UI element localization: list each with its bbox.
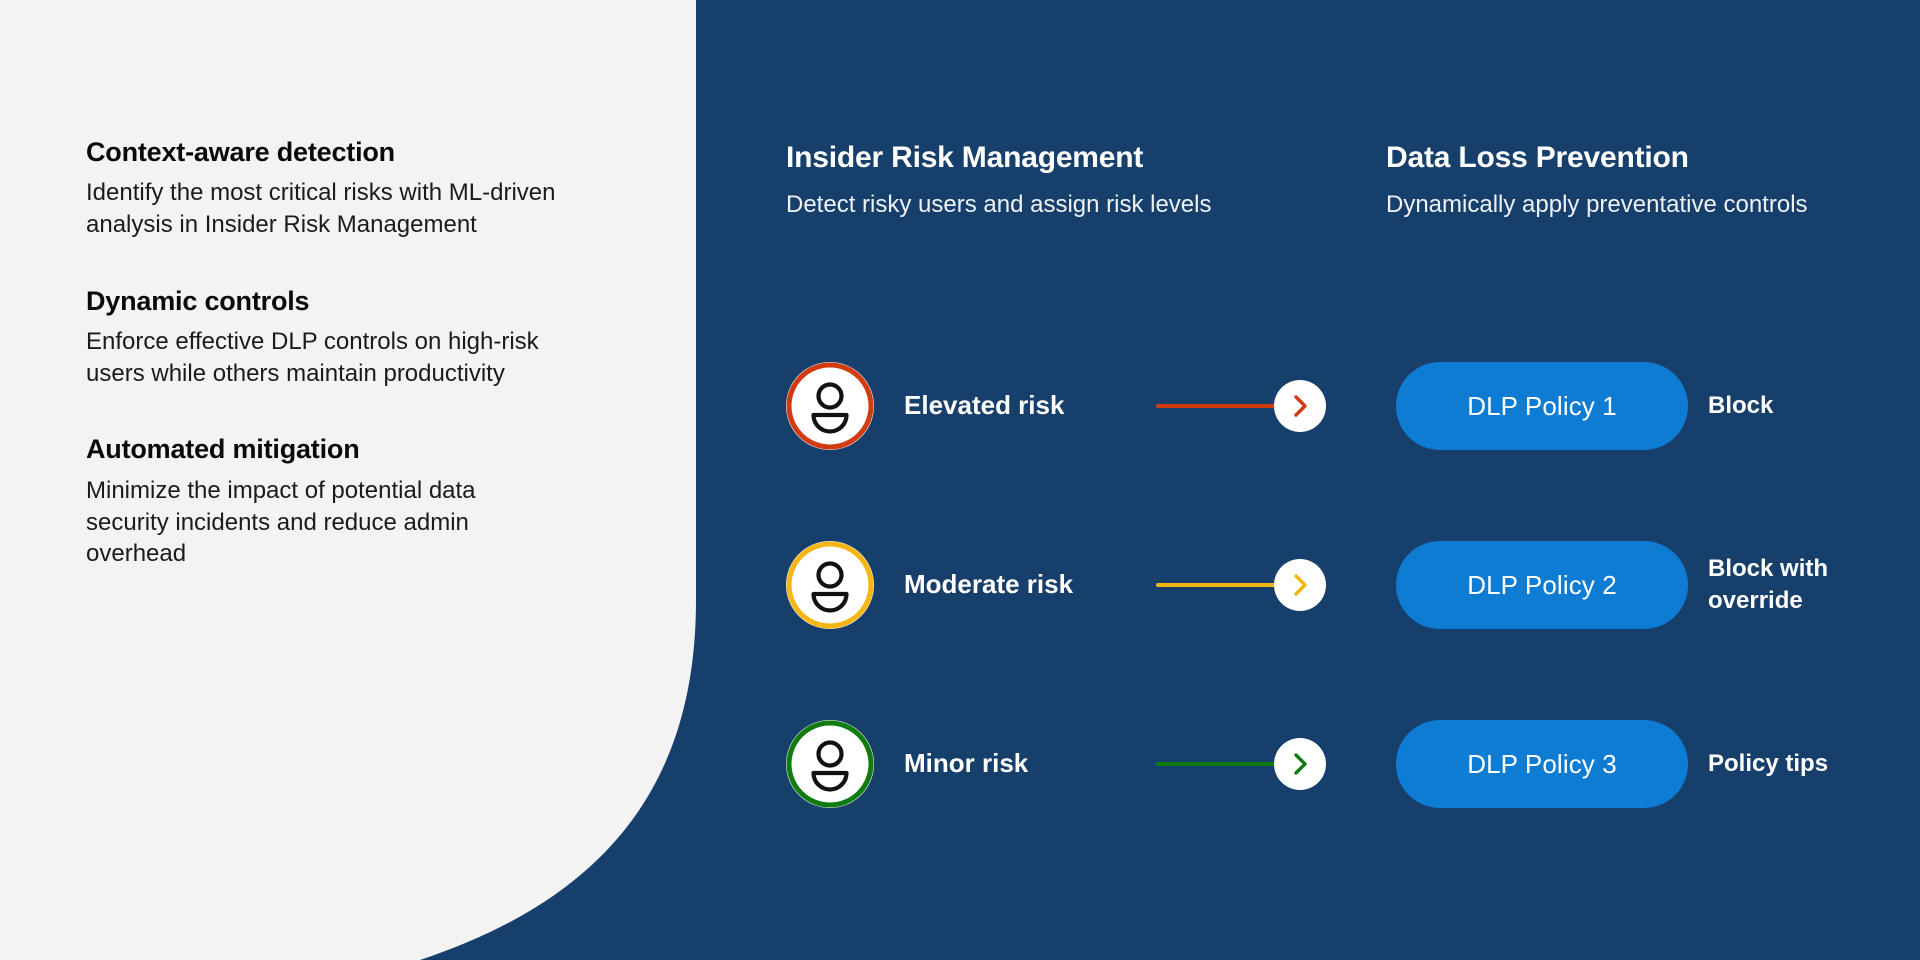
connector-line bbox=[1156, 762, 1284, 766]
risk-to-policy-connector bbox=[1156, 378, 1326, 434]
chevron-right-icon[interactable] bbox=[1274, 380, 1326, 432]
policy-action-label: Block with override bbox=[1708, 555, 1829, 614]
risk-level-label: Moderate risk bbox=[904, 569, 1074, 600]
dlp-policy-pill[interactable]: DLP Policy 3 bbox=[1396, 720, 1688, 808]
dlp-policy-pill[interactable]: DLP Policy 2 bbox=[1396, 541, 1688, 629]
person-avatar-icon bbox=[786, 362, 874, 450]
policy-action-label: Block bbox=[1708, 392, 1774, 420]
column-title: Insider Risk Management bbox=[786, 141, 1144, 174]
risk-row: Minor risk DLP Policy 3 Policy tips bbox=[786, 716, 1886, 812]
connector-line bbox=[1156, 404, 1284, 408]
column-subtitle: Dynamically apply preventative controls bbox=[1386, 191, 1808, 219]
risk-to-policy-connector bbox=[1156, 557, 1326, 613]
policy-action-label: Policy tips bbox=[1708, 750, 1829, 778]
connector-line bbox=[1156, 583, 1284, 587]
risk-row: Moderate risk DLP Policy 2 Block with ov… bbox=[786, 537, 1886, 633]
chevron-right-icon[interactable] bbox=[1274, 738, 1326, 790]
insider-risk-management-column-header: Insider Risk Management Detect risky use… bbox=[786, 140, 1256, 222]
column-subtitle: Detect risky users and assign risk level… bbox=[786, 191, 1212, 219]
chevron-right-icon[interactable] bbox=[1274, 559, 1326, 611]
column-title: Data Loss Prevention bbox=[1386, 141, 1689, 174]
dlp-policy-pill[interactable]: DLP Policy 1 bbox=[1396, 362, 1688, 450]
person-avatar-icon bbox=[786, 541, 874, 629]
data-loss-prevention-column-header: Data Loss Prevention Dynamically apply p… bbox=[1386, 140, 1856, 222]
risk-level-label: Minor risk bbox=[904, 748, 1029, 779]
person-avatar-icon bbox=[786, 720, 874, 808]
risk-level-label: Elevated risk bbox=[904, 390, 1065, 421]
risk-to-policy-connector bbox=[1156, 736, 1326, 792]
risk-row: Elevated risk DLP Policy 1 Block bbox=[786, 358, 1886, 454]
